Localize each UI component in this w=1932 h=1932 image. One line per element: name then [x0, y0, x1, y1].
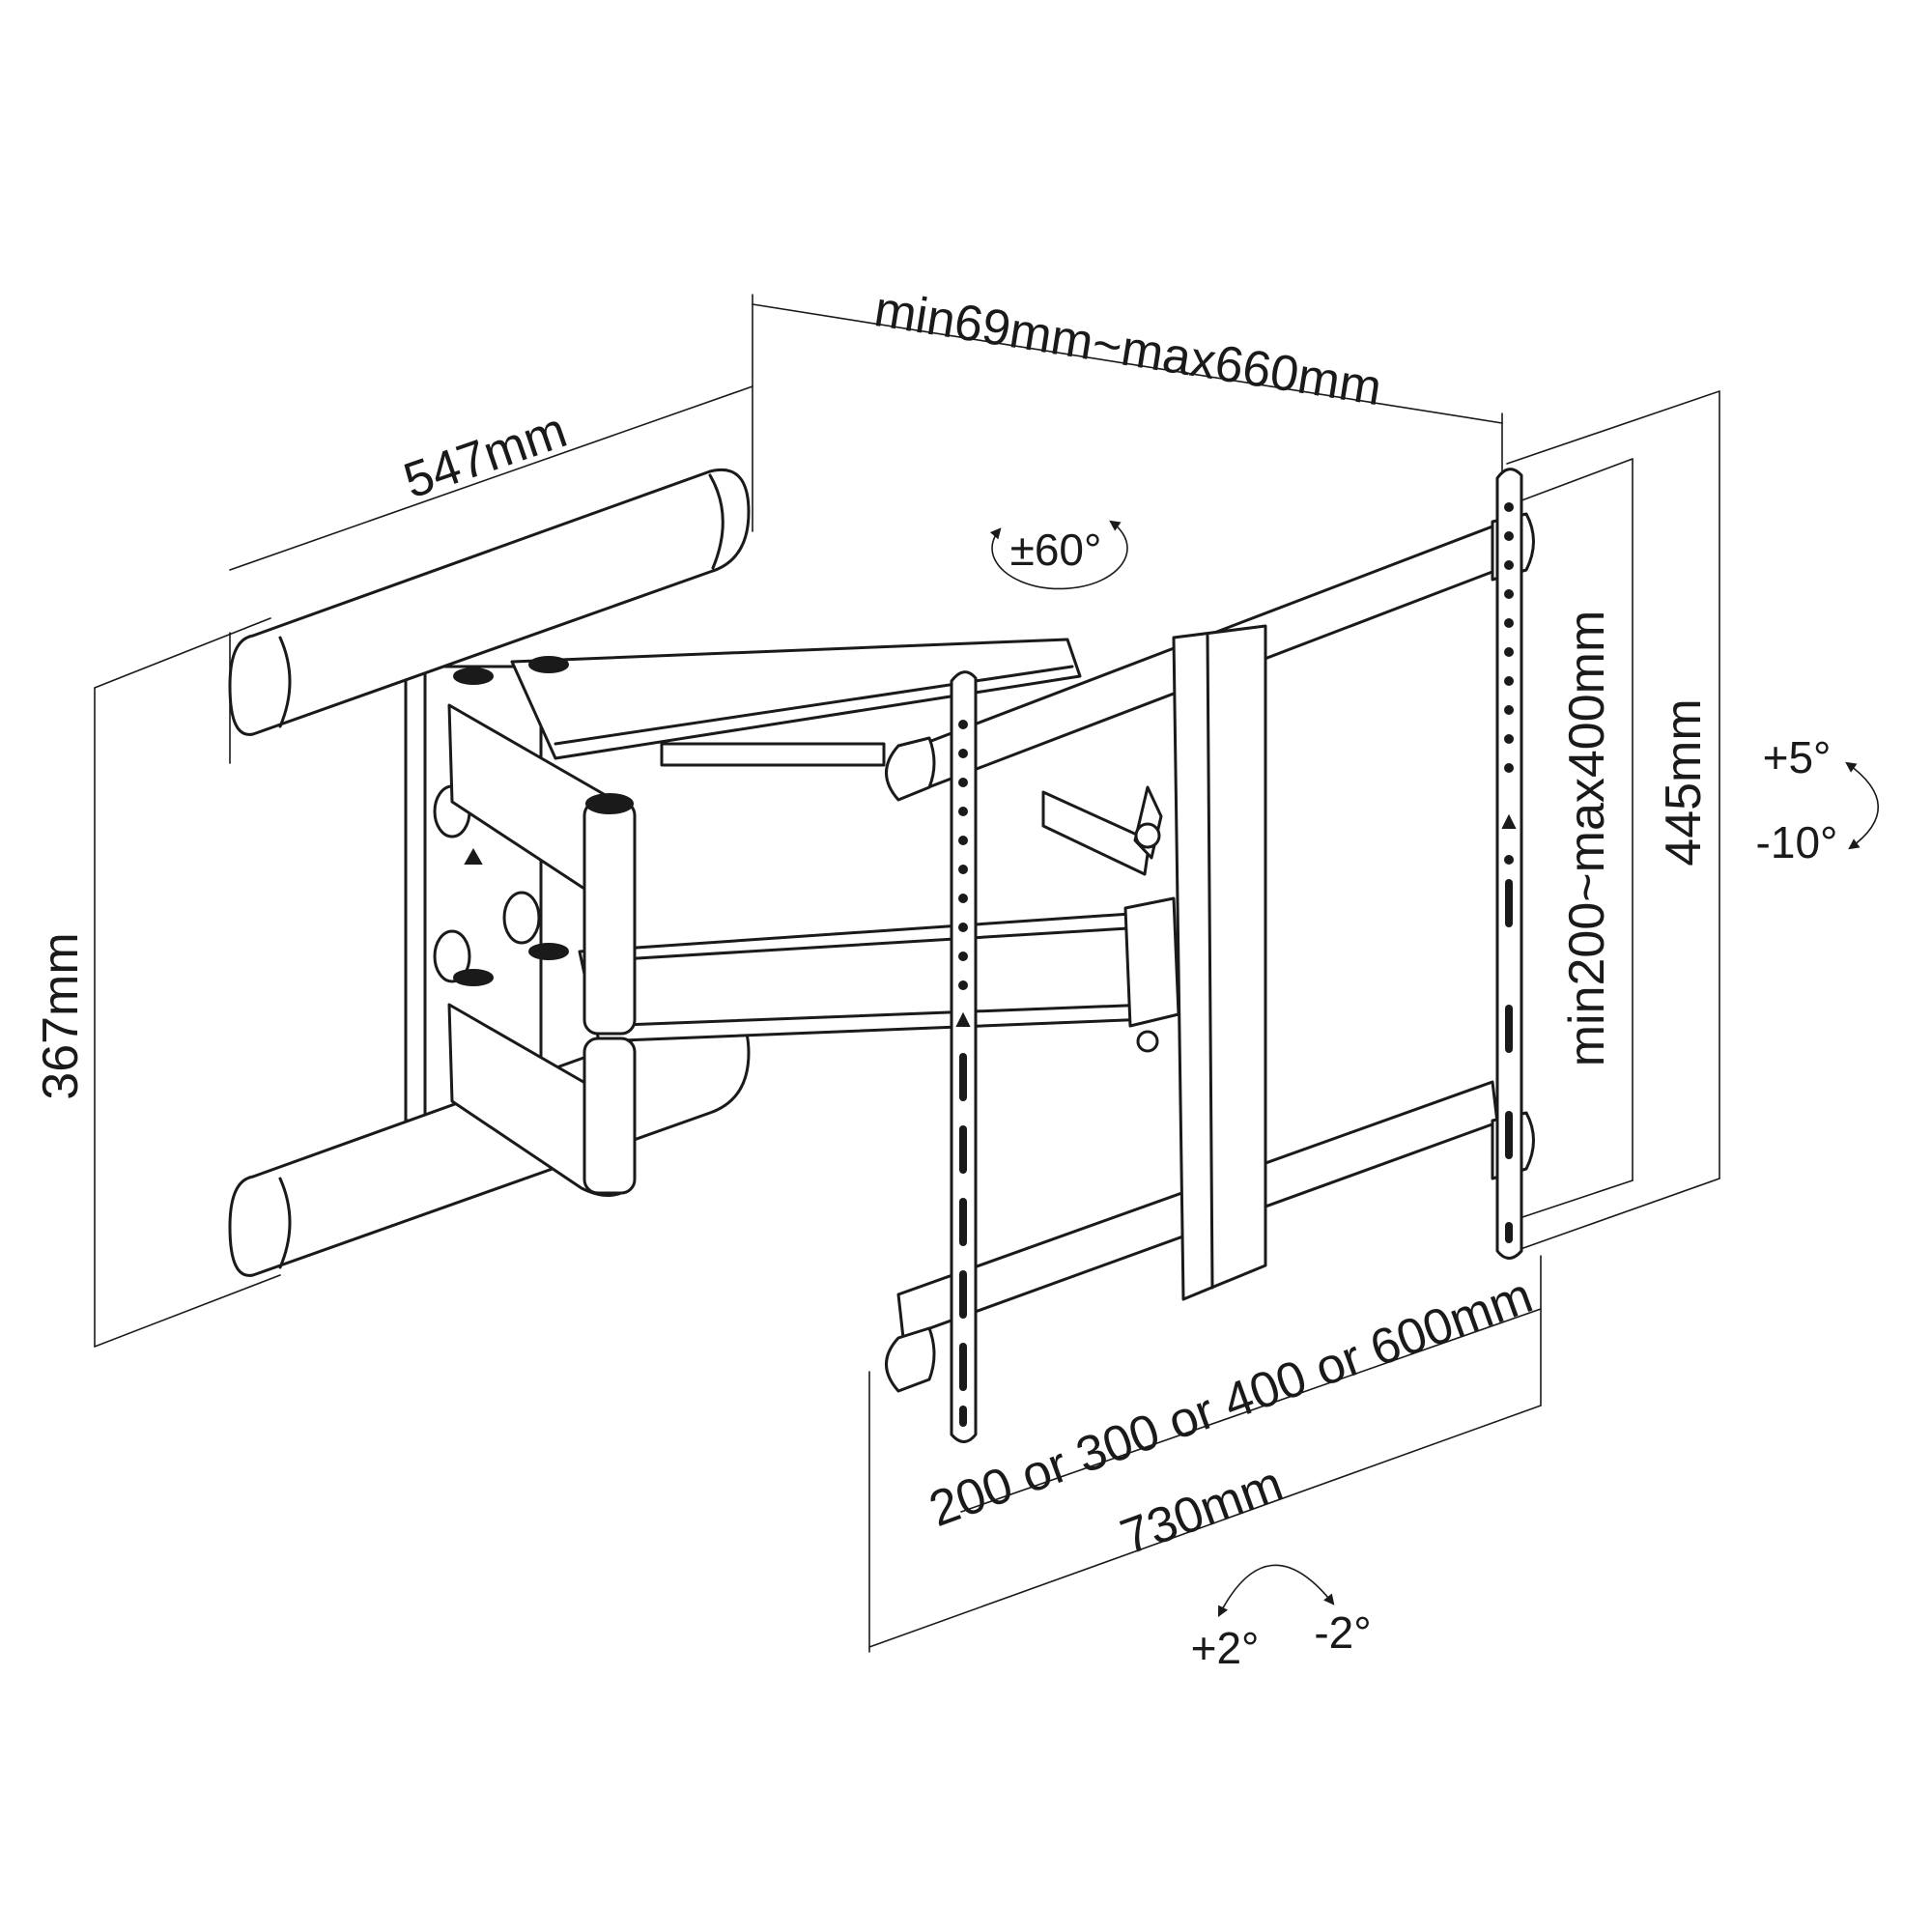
dim-445-ext-top — [1506, 390, 1720, 465]
dim-extension-line — [752, 303, 1503, 424]
dim-extension: min69mm~max660mm — [870, 281, 1385, 416]
elbow-joint — [582, 1037, 637, 1195]
wall-plate-hole — [433, 929, 471, 983]
tilt-arm — [1041, 790, 1151, 876]
swing-arms — [447, 638, 1180, 1197]
rail-endcap — [885, 1326, 936, 1393]
dim-vesa-h-line — [960, 1308, 1542, 1513]
strap-holes-left — [955, 720, 971, 1427]
pivot-cap — [453, 969, 494, 986]
pivot-cap — [528, 656, 569, 673]
up-arrow-icon — [464, 847, 483, 865]
wall-rail-bottom-cap — [278, 1177, 292, 1269]
pivot-cap — [528, 943, 569, 960]
lower-arm-edge — [587, 925, 1147, 963]
dimension-lines — [94, 294, 1720, 1653]
rotation-symbols — [989, 520, 1880, 1617]
joint-bolt — [1136, 1030, 1159, 1053]
label-tilt-down: -10° — [1756, 817, 1838, 867]
tilt-knob-bolt — [1134, 822, 1161, 849]
wall-rail-top-cap — [278, 636, 292, 728]
wall-rail-top — [228, 468, 751, 736]
label-swivel: ±60° — [1010, 525, 1102, 575]
dim-tv-plate-height: 445mm — [1656, 698, 1712, 866]
tv-center-bar — [1172, 624, 1267, 1301]
tv-plate — [885, 468, 1535, 1443]
lower-arm-edge — [597, 1003, 1151, 1028]
level-arrow-icon — [1217, 1564, 1335, 1617]
dim-730-line — [868, 1405, 1542, 1648]
dim-vesa-v-ext-top — [1516, 458, 1634, 503]
wall-rail-top-endcap — [708, 473, 724, 570]
wall-plate — [228, 468, 751, 1277]
upper-arm-edge — [554, 665, 1074, 746]
tilt-arrow-icon — [1845, 761, 1880, 850]
label-level-plus: +2° — [1191, 1623, 1260, 1673]
tv-joint-block — [1123, 896, 1180, 1028]
strap-holes-right — [1501, 502, 1517, 1243]
swivel-arrow-icon — [989, 520, 1128, 590]
dim-367-ext-bottom — [94, 1274, 281, 1348]
dim-vesa-vertical: min200~max400mm — [1559, 611, 1615, 1067]
elbow-cap — [585, 793, 634, 814]
elbow-joint — [582, 800, 637, 1036]
wall-plate-hole — [502, 891, 541, 945]
tv-center-bar-edge — [1206, 634, 1214, 1290]
dim-547-line — [229, 385, 753, 571]
dim-wall-plate-height: 367mm — [33, 932, 89, 1099]
pivot-cap — [453, 668, 494, 685]
dim-tv-plate-width: 730mm — [1114, 1456, 1291, 1566]
arm-bracket — [660, 742, 886, 767]
dim-wall-plate-width: 547mm — [397, 402, 574, 509]
dim-445-ext-bottom — [1506, 1178, 1720, 1255]
dim-367-ext-top — [94, 617, 271, 689]
dim-vesa-v-ext-bottom — [1516, 1179, 1634, 1220]
rail-endcap — [885, 736, 936, 802]
label-tilt-up: +5° — [1763, 732, 1832, 782]
label-level-minus: -2° — [1314, 1607, 1371, 1658]
